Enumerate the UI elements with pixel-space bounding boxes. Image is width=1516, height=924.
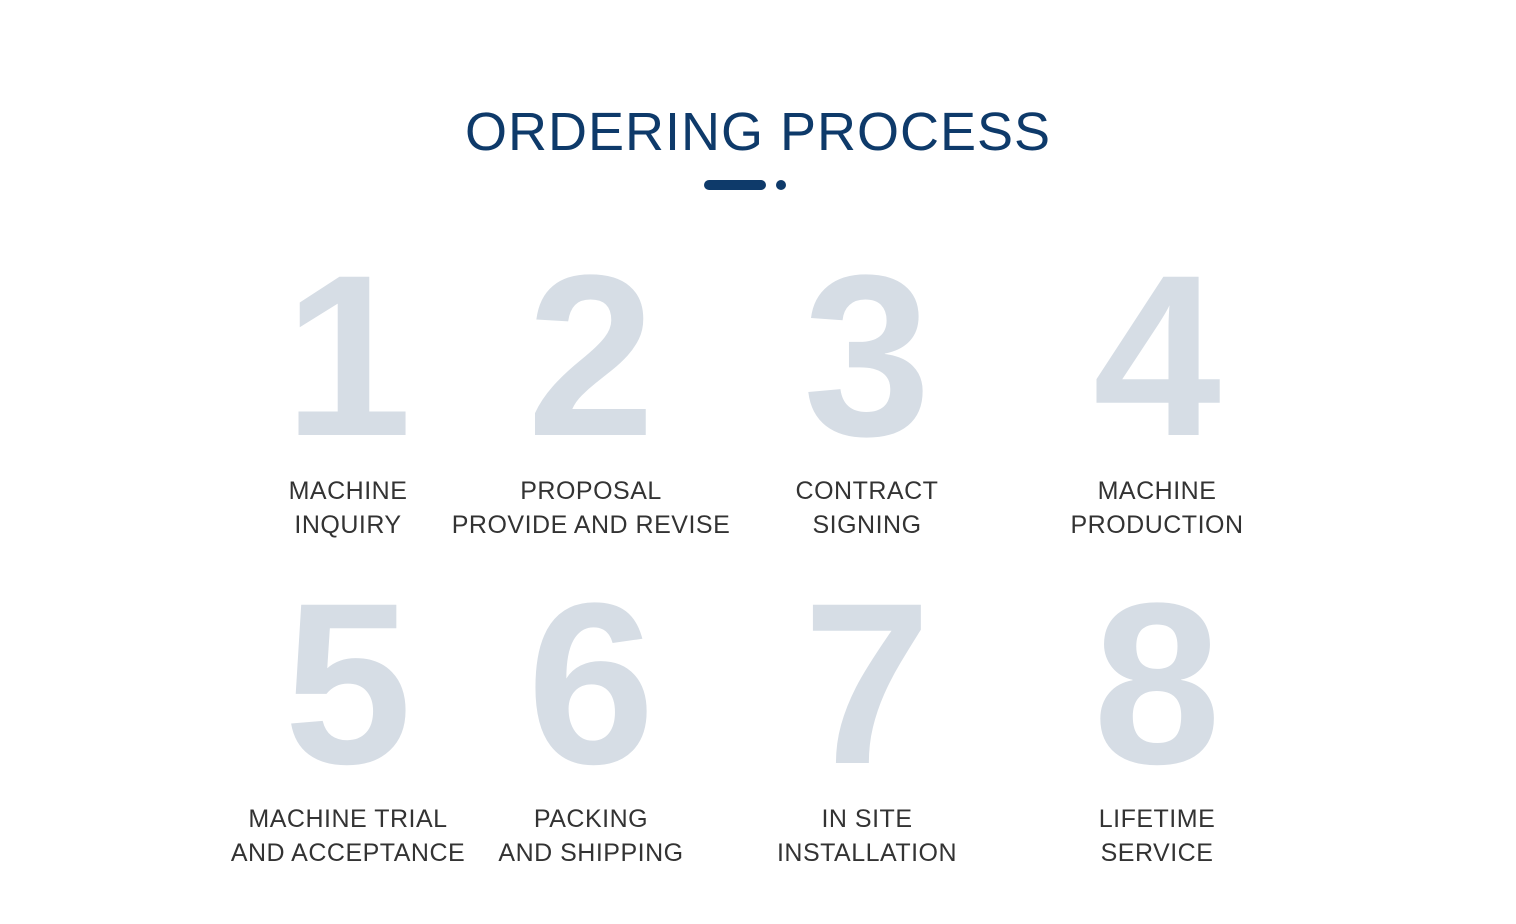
step-number: 4 [1093, 266, 1221, 446]
step-number: 5 [284, 594, 412, 774]
step-number: 2 [527, 266, 655, 446]
step-label: MACHINE INQUIRY [198, 474, 498, 542]
step-label-line1: MACHINE TRIAL [248, 805, 448, 833]
step-5: 5 MACHINE TRIAL AND ACCEPTANCE [198, 594, 498, 870]
step-label-line2: INQUIRY [294, 511, 402, 539]
step-label-line2: AND ACCEPTANCE [230, 839, 466, 867]
page-title: ORDERING PROCESS [464, 102, 1052, 162]
step-label-line2: INSTALLATION [776, 839, 958, 867]
step-label-line1: CONTRACT [795, 477, 939, 505]
step-label-line1: MACHINE [288, 477, 408, 505]
step-number: 7 [803, 594, 931, 774]
step-label-line2: PROVIDE AND REVISE [451, 511, 731, 539]
step-label: IN SITE INSTALLATION [717, 802, 1017, 870]
step-label: CONTRACT SIGNING [717, 474, 1017, 542]
step-label-line2: SIGNING [812, 511, 922, 539]
step-4: 4 MACHINE PRODUCTION [1007, 266, 1307, 542]
step-label-line1: MACHINE [1097, 477, 1217, 505]
step-label: LIFETIME SERVICE [1007, 802, 1307, 870]
step-number: 6 [527, 594, 655, 774]
title-underline-decoration [704, 180, 794, 192]
step-label: MACHINE PRODUCTION [1007, 474, 1307, 542]
step-label-line2: SERVICE [1100, 839, 1214, 867]
step-label: PACKING AND SHIPPING [441, 802, 741, 870]
step-number: 1 [284, 266, 412, 446]
step-label: PROPOSAL PROVIDE AND REVISE [441, 474, 741, 542]
step-label-line1: LIFETIME [1098, 805, 1216, 833]
step-number: 8 [1093, 594, 1221, 774]
step-7: 7 IN SITE INSTALLATION [717, 594, 1017, 870]
step-6: 6 PACKING AND SHIPPING [441, 594, 741, 870]
step-label-line2: PRODUCTION [1070, 511, 1244, 539]
step-1: 1 MACHINE INQUIRY [198, 266, 498, 542]
step-label: MACHINE TRIAL AND ACCEPTANCE [198, 802, 498, 870]
step-label-line1: PROPOSAL [520, 477, 662, 505]
step-8: 8 LIFETIME SERVICE [1007, 594, 1307, 870]
step-3: 3 CONTRACT SIGNING [717, 266, 1017, 542]
underline-bar [704, 180, 766, 190]
step-number: 3 [803, 266, 931, 446]
step-2: 2 PROPOSAL PROVIDE AND REVISE [441, 266, 741, 542]
step-label-line2: AND SHIPPING [498, 839, 684, 867]
underline-dot [776, 180, 786, 190]
step-label-line1: PACKING [533, 805, 649, 833]
step-label-line1: IN SITE [821, 805, 913, 833]
